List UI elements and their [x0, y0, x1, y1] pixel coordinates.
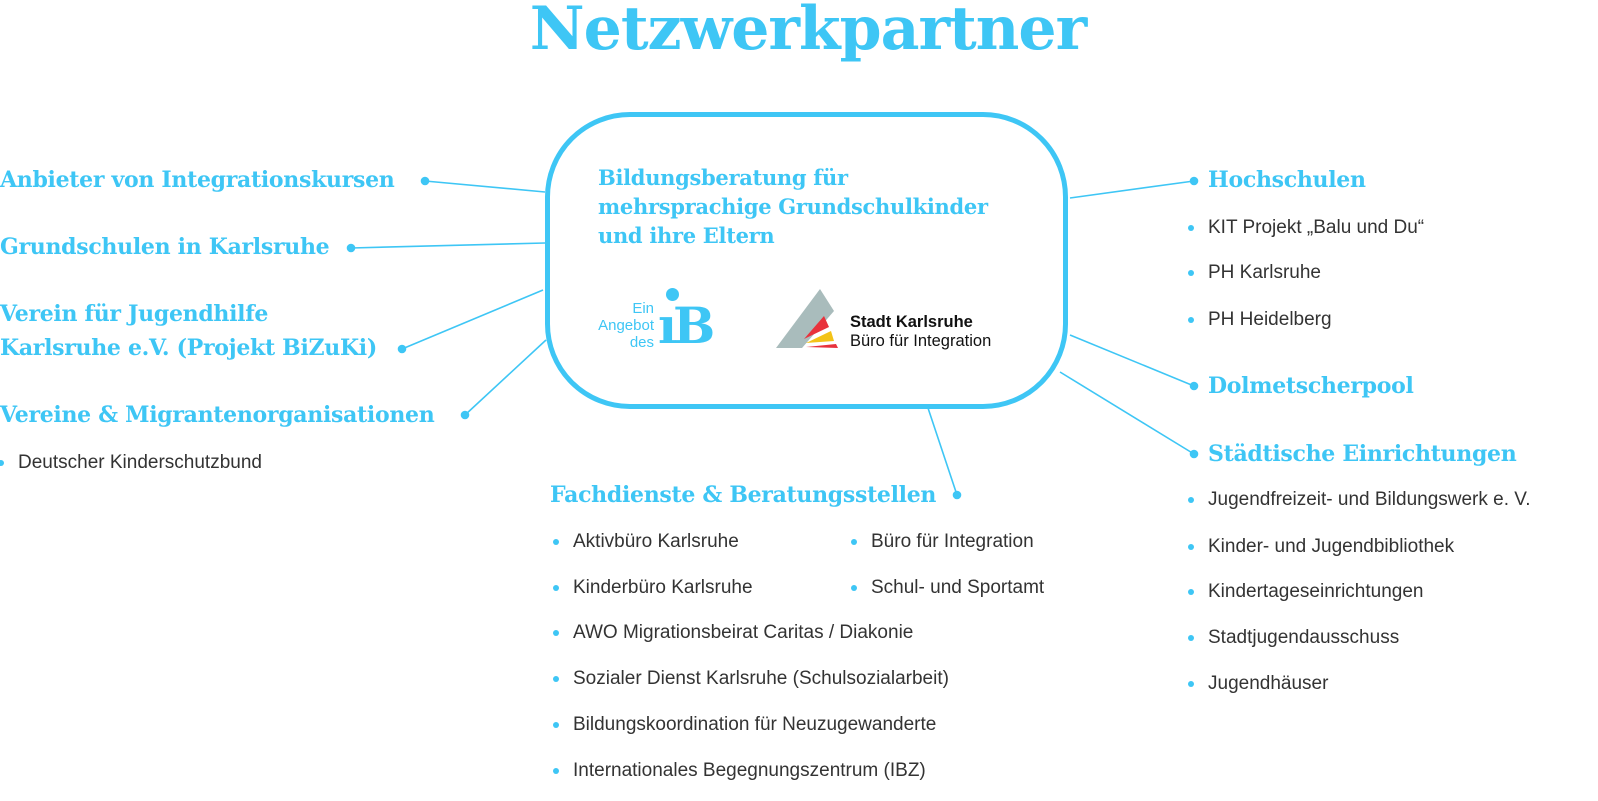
heading-hochschulen: Hochschulen [1208, 167, 1366, 193]
heading-line: Karlsruhe e.V. (Projekt BiZuKi) [0, 335, 377, 361]
list-item: KIT Projekt „Balu und Du“ [1187, 217, 1425, 238]
heading-fachdienste: Fachdienste & Beratungsstellen [550, 482, 937, 508]
heading-grundschulen: Grundschulen in Karlsruhe [0, 234, 330, 260]
list-item: Büro für Integration [851, 531, 1034, 552]
list-item: Kindertageseinrichtungen [1188, 581, 1424, 602]
page-title: Netzwerkpartner [529, 0, 1087, 64]
stadt-logo-line1: Stadt Karlsruhe [850, 313, 973, 331]
list-item: Schul- und Sportamt [850, 577, 1045, 598]
stadt-karlsruhe-logo: Stadt Karlsruhe Büro für Integration [776, 289, 1026, 351]
list-item: Kinderbüro Karlsruhe [553, 577, 753, 598]
list-item: Jugendfreizeit- und Bildungswerk e. V. [1188, 489, 1531, 510]
list-item: Bildungskoordination für Neuzugewanderte [552, 714, 937, 735]
heading-dolmetscherpool: Dolmetscherpool [1208, 373, 1414, 399]
heading-staedtische-einrichtungen: Städtische Einrichtungen [1208, 441, 1517, 467]
list-item: Internationales Begegnungszentrum (IBZ) [553, 760, 926, 781]
list-item: Kinder- und Jugendbibliothek [1187, 536, 1455, 557]
center-title-line: Bildungsberatung für [598, 165, 848, 190]
heading-vereine-migrantenorganisationen: Vereine & Migrantenorganisationen [0, 402, 435, 428]
heading-integrationskurse: Anbieter von Integrationskursen [0, 167, 395, 193]
ib-logo-mark: ıB [658, 296, 715, 355]
ib-logo-text: Ein [632, 300, 654, 317]
center-title: Bildungsberatung für mehrsprachige Grund… [598, 163, 988, 250]
center-title-line: und ihre Eltern [598, 223, 775, 248]
list-item: Sozialer Dienst Karlsruhe (Schulsozialar… [553, 668, 949, 689]
ib-logo-text: Angebot [598, 317, 654, 334]
ib-logo-dot [666, 288, 679, 301]
center-box [545, 112, 1068, 409]
stadt-logo-icon [776, 289, 838, 348]
list-item: Aktivbüro Karlsruhe [553, 531, 739, 552]
list-item: AWO Migrationsbeirat Caritas / Diakonie [552, 622, 914, 643]
ib-logo-text: des [629, 334, 654, 351]
stadt-logo-line2: Büro für Integration [850, 332, 992, 350]
list-item: PH Heidelberg [1188, 309, 1332, 330]
list-item: Deutscher Kinderschutzbund [0, 452, 262, 473]
heading-verein-jugendhilfe: Verein für Jugendhilfe Karlsruhe e.V. (P… [0, 297, 377, 365]
heading-line: Verein für Jugendhilfe [0, 301, 269, 327]
ib-logo: Ein Angebot des ıB [590, 288, 720, 355]
center-title-line: mehrsprachige Grundschulkinder [598, 194, 988, 219]
list-item: PH Karlsruhe [1188, 262, 1321, 283]
list-item: Jugendhäuser [1187, 673, 1329, 694]
list-item: Stadtjugendausschuss [1187, 627, 1400, 648]
